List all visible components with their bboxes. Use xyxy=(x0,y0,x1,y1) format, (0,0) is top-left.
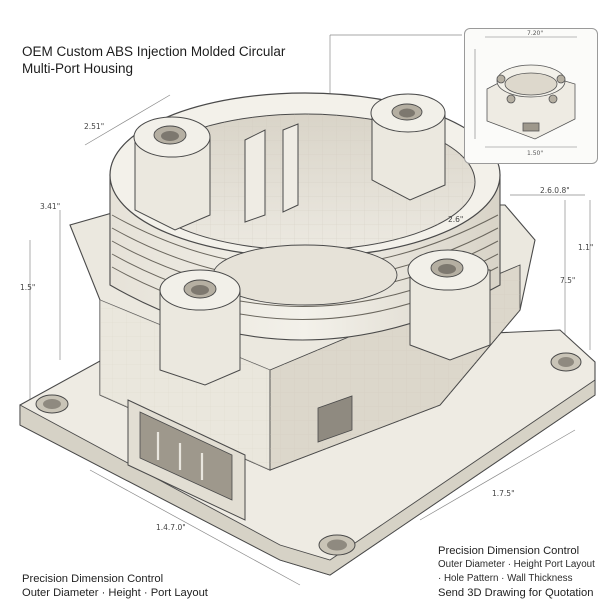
thumbnail-drawing: 7.20" 1.50" xyxy=(474,30,577,157)
dim-top-width: 2.51" xyxy=(84,122,104,131)
dim-left-mid: 1.5" xyxy=(20,283,35,292)
dim-bottom-right: 1.7.5" xyxy=(492,489,515,498)
caption-right-line2: Outer Diameter · Height Port Layout xyxy=(438,559,595,570)
caption-right-line3: · Hole Pattern · Wall Thickness xyxy=(438,573,573,584)
dim-right-side: 1.1" xyxy=(578,243,593,252)
dim-right-top: 2.6.0.8" xyxy=(540,186,570,195)
boss-top-right xyxy=(370,93,446,201)
caption-right-line4: Send 3D Drawing for Quotation xyxy=(438,587,594,599)
internal-ribs xyxy=(244,123,299,223)
caption-left-detail: Outer Diameter · Height · Port Layout xyxy=(22,587,208,599)
dim-inner: 2.6" xyxy=(448,215,463,224)
dim-bottom-left: 1.4.7.0" xyxy=(156,523,186,532)
caption-right: Precision Dimension Control Outer Diamet… xyxy=(438,544,595,600)
thumbnail-part xyxy=(486,64,576,140)
boss-front xyxy=(159,269,241,386)
caption-left-heading: Precision Dimension Control xyxy=(22,573,164,585)
title-line-2: Multi-Port Housing xyxy=(22,61,134,76)
caption-left: Precision Dimension Control Outer Diamet… xyxy=(22,572,208,600)
corner-bosses xyxy=(133,93,491,386)
product-title: OEM Custom ABS Injection Molded Circular… xyxy=(22,43,322,77)
dim-right-lower: 7.5" xyxy=(560,276,575,285)
thumb-bottom-dim: 1.50" xyxy=(527,150,543,157)
thumb-top-dim: 7.20" xyxy=(527,30,543,37)
reference-thumbnail: 7.20" 1.50" xyxy=(464,28,598,164)
title-line-1: OEM Custom ABS Injection Molded Circular xyxy=(22,44,286,59)
dimension-labels: 2.51" 3.41" 1.5" 2.6.0.8" 1.1" 7.5" 2.6"… xyxy=(20,122,593,532)
dim-left-height: 3.41" xyxy=(40,202,60,211)
boss-right xyxy=(407,249,491,361)
caption-right-heading: Precision Dimension Control xyxy=(438,545,580,557)
connector-port xyxy=(127,395,353,521)
boss-top-left xyxy=(133,116,211,231)
